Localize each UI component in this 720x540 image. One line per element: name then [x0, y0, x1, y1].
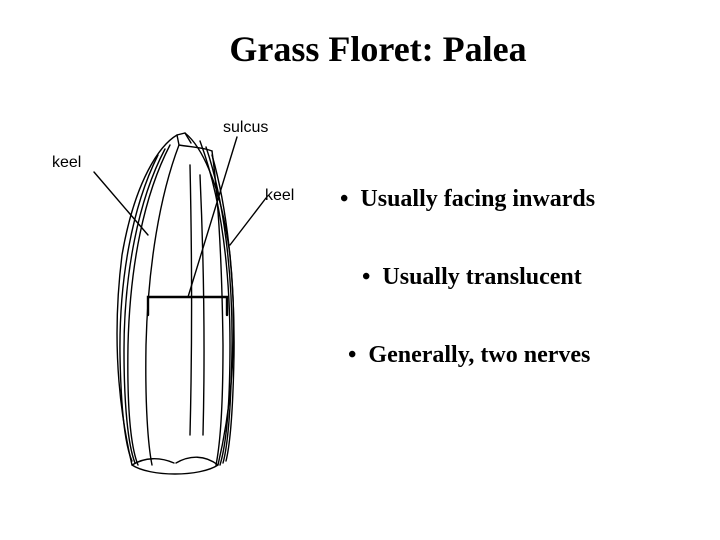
bullet-text: Generally, two nerves: [368, 342, 591, 368]
bullet-marker: •: [362, 264, 371, 290]
bullet-item: • Generally, two nerves: [348, 342, 590, 369]
nerve-left: [127, 144, 171, 466]
palea-outline: [116, 132, 235, 475]
bullet-item: • Usually translucent: [362, 264, 582, 291]
cross-section-bracket: [146, 295, 229, 317]
sulcus-panel: [145, 144, 180, 466]
keel-right-pointer: [229, 197, 267, 246]
keel-left-label: keel: [52, 154, 81, 171]
sulcus-label: sulcus: [223, 119, 268, 136]
bullet-item: • Usually facing inwards: [340, 186, 595, 213]
slide-title: Grass Floret: Palea: [229, 29, 527, 69]
bullet-marker: •: [348, 342, 357, 368]
sulcus-pointer: [187, 136, 238, 298]
bullet-text: Usually translucent: [382, 264, 582, 290]
palea-apex: [176, 132, 213, 152]
bullet-text: Usually facing inwards: [360, 186, 596, 212]
keel-right-label: keel: [265, 187, 294, 204]
nerve-right: [199, 140, 231, 466]
bullet-marker: •: [340, 186, 349, 212]
keel-left-pointer: [93, 171, 149, 236]
palea-diagram: sulcus keel keel: [40, 105, 320, 490]
